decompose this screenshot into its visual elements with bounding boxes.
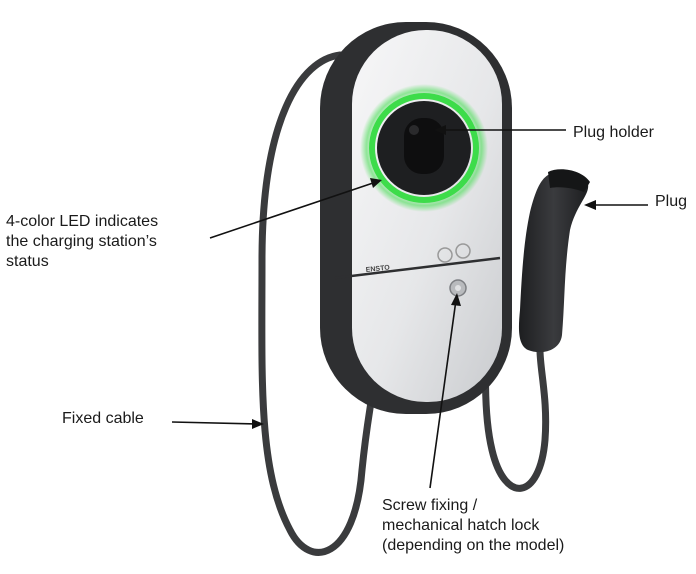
leader-led [209,181,377,239]
label-screw: Screw fixing / mechanical hatch lock (de… [382,496,564,556]
label-screw-line-3: (depending on the model) [382,537,565,554]
label-plug-holder-text: Plug holder [573,124,654,141]
plug-handle [518,174,589,353]
plug-holder-opening [404,118,444,174]
leader-plug-arrow [584,200,596,210]
brand-logo: ENSTO [365,264,390,274]
leader-cable [171,421,259,425]
leader-led-arrow [370,178,382,188]
plug-holder-latch-icon [409,125,419,135]
label-screw-line-1: Screw fixing / [382,497,478,514]
leader-cable-arrow [252,419,264,429]
plug-head [548,169,590,192]
label-led: 4-color LED indicates the charging stati… [6,212,158,272]
leader-screw [429,299,457,489]
label-fixed-cable: Fixed cable [62,409,144,429]
led-ring [369,93,479,203]
label-screw-line-2: mechanical hatch lock [382,517,540,534]
hatch-line [334,256,501,280]
label-led-line-1: 4-color LED indicates [6,213,159,230]
label-fixed-cable-text: Fixed cable [62,410,144,427]
leader-screw-arrow [451,293,461,306]
fixed-cable [258,51,376,556]
label-plug-text: Plug [655,193,688,210]
screw-fixing-center [455,285,461,291]
warning-icon [437,247,453,263]
label-led-line-3: status [6,253,49,270]
label-plug: Plug [655,192,687,212]
label-plug-holder: Plug holder [573,123,654,143]
label-led-line-2: the charging station’s [6,233,157,250]
ce-mark-icon [455,243,471,259]
leader-plug-holder-arrow [434,125,446,135]
